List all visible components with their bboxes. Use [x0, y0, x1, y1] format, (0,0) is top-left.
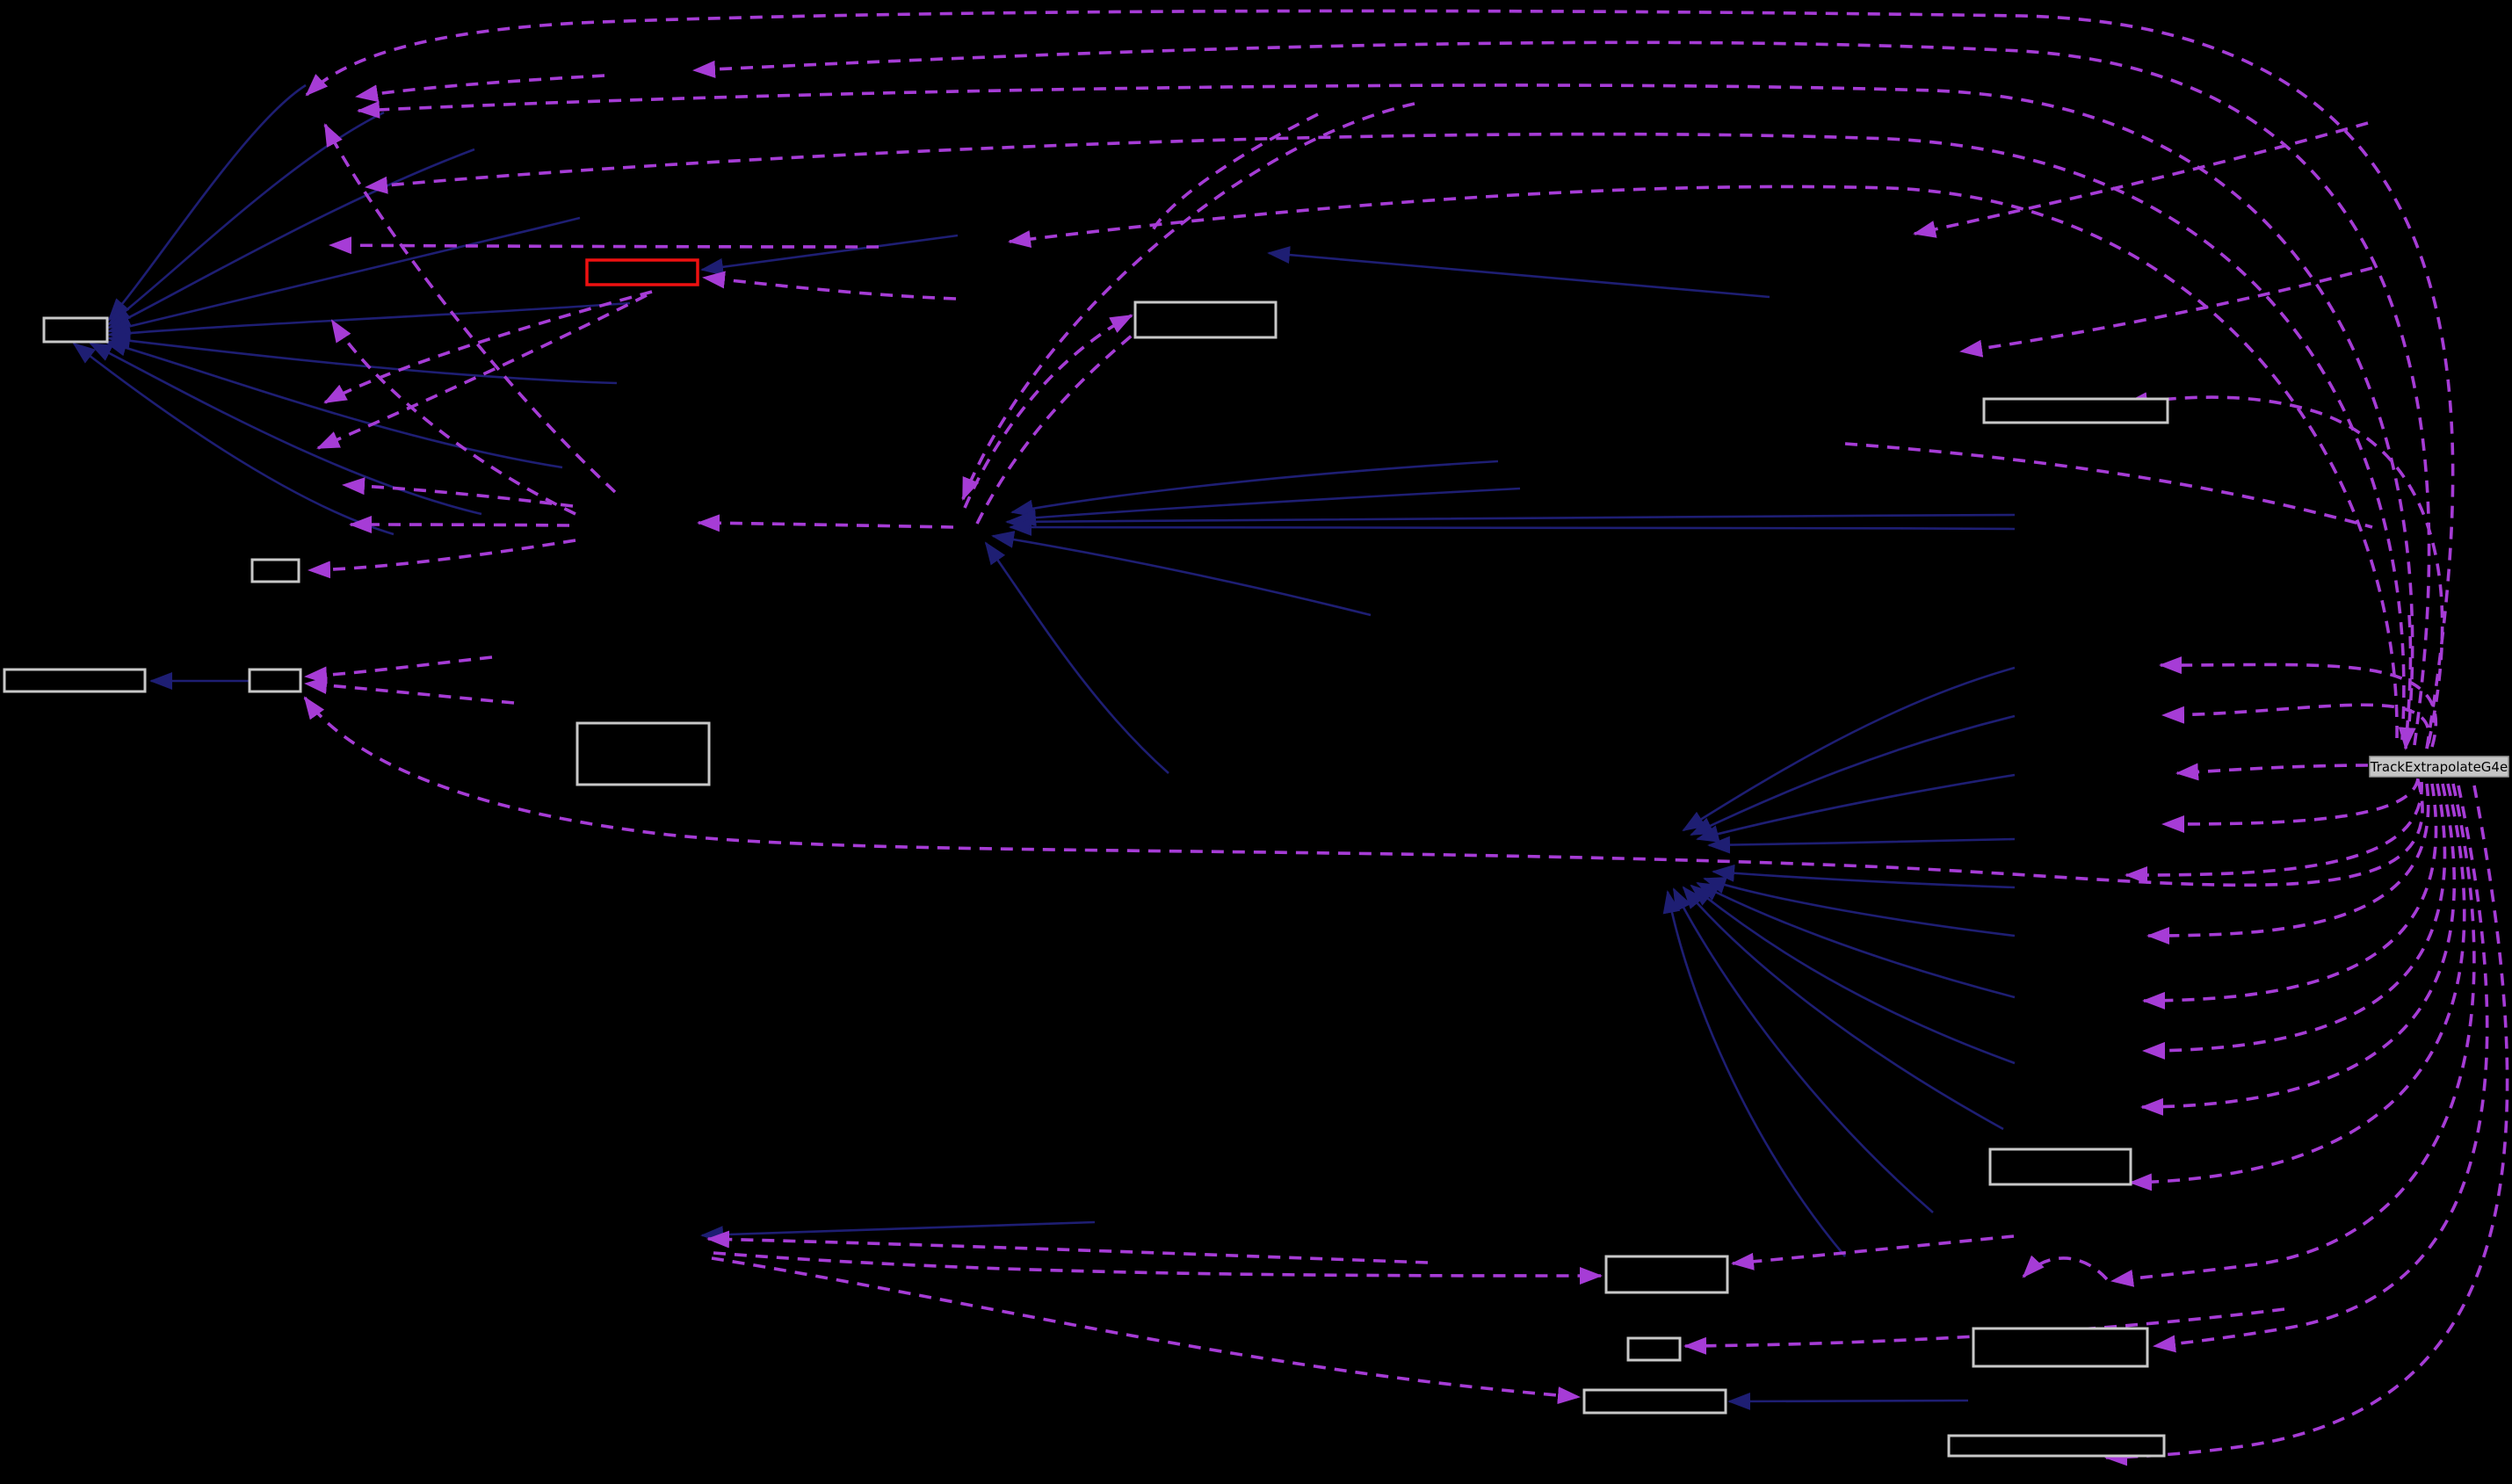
graph-edge-dashed: [963, 314, 1133, 509]
graph-edge-dashed: [2398, 614, 2416, 750]
graph-edge-dashed: [304, 677, 515, 705]
graph-edge-dashed: [711, 1256, 1581, 1405]
graph-node[interactable]: [42, 316, 109, 344]
graph-edge-dashed: [330, 319, 576, 516]
graph-edge-dashed: [2161, 703, 2430, 749]
graph-node[interactable]: [1133, 300, 1278, 339]
graph-node[interactable]: [1982, 397, 2169, 424]
graph-edge-dashed: [365, 132, 2406, 741]
graph-edge-solid: [1690, 714, 2016, 836]
graph-edge-dashed: [702, 271, 957, 300]
graph-edge-dashed: [342, 477, 574, 508]
graph-node[interactable]: [248, 668, 302, 693]
graph-edge-dashed: [305, 9, 2455, 749]
graph-edge-dashed: [2142, 783, 2447, 1060]
graph-node[interactable]: [250, 558, 300, 583]
graph-edge-solid: [107, 331, 618, 385]
focus-node-label: TrackExtrapolateG4e: [2370, 759, 2508, 775]
graph-node[interactable]: [1626, 1336, 1682, 1362]
graph-edge-solid: [1010, 460, 1499, 518]
graph-edge-dashed: [2142, 783, 2438, 1010]
graph-edge-solid: [700, 1220, 1096, 1244]
graph-edge-dashed: [1008, 185, 2399, 739]
graph-edge-dashed: [2022, 1255, 2109, 1281]
graph-edge-solid: [1707, 836, 2016, 854]
graph-edge-dashed: [357, 83, 2414, 743]
graph-edge-solid: [1690, 884, 2016, 1065]
graph-edge-solid: [700, 234, 959, 276]
graph-edge-solid: [1005, 512, 2016, 531]
graph-edge-solid: [89, 342, 482, 516]
graph-edge-solid: [1009, 518, 2016, 536]
graph-node[interactable]: [3, 668, 147, 693]
graph-edge-dashed: [316, 293, 648, 450]
graph-edge-solid: [1672, 887, 1934, 1213]
graph-edge-solid: [107, 111, 385, 326]
graph-edge-solid: [1013, 487, 1521, 527]
graph-edge-dashed: [2175, 763, 2369, 781]
graph-edge-solid: [1267, 246, 1770, 299]
graph-node[interactable]: [1582, 1388, 1727, 1415]
graph-edge-solid: [107, 216, 581, 335]
graph-edge-dashed: [692, 40, 2431, 746]
graph-edge-dashed: [2110, 783, 2476, 1287]
graph-edge-dashed: [1844, 442, 2373, 529]
graph-edge-solid: [1682, 666, 2016, 832]
graph-edge-dashed: [713, 1251, 1603, 1285]
graph-node[interactable]: [1947, 1434, 2166, 1458]
graph-edge-dashed: [1731, 1234, 2015, 1270]
graph-edge-solid: [107, 83, 307, 322]
graph-edge-dashed: [2153, 785, 2489, 1353]
graph-node[interactable]: [1972, 1327, 2149, 1368]
graph-node[interactable]: [1988, 1147, 2132, 1186]
graph-edge-dashed: [697, 514, 954, 532]
graph-edge-dashed: [2146, 783, 2430, 945]
graph-edge-dashed: [1959, 266, 2373, 358]
graph-edge-solid: [991, 531, 1372, 617]
graph-edge-solid: [1662, 890, 1846, 1257]
graph-node[interactable]: [576, 721, 711, 786]
graph-edge-dashed: [706, 1230, 1429, 1264]
graph-edge-dashed: [355, 74, 605, 103]
graph-edge-solid: [107, 148, 475, 329]
graph-edge-solid: [1682, 886, 2004, 1131]
focus-node[interactable]: [2369, 756, 2509, 778]
graph-edge-dashed: [2159, 656, 2438, 748]
graph-edge-dashed: [2140, 783, 2457, 1116]
graph-edge-solid: [984, 541, 1169, 774]
graph-edge-dashed: [2129, 783, 2466, 1191]
graph-edge-dashed: [303, 696, 2424, 887]
graph-edge-dashed: [2125, 781, 2423, 884]
graph-edge-dashed: [1683, 1307, 2285, 1355]
graph-edge-dashed: [975, 329, 1139, 525]
graph-node[interactable]: [1604, 1255, 1729, 1294]
graph-edge-dashed: [2104, 785, 2509, 1466]
graph-node-highlighted[interactable]: [585, 258, 699, 286]
graph-edge-solid: [1703, 877, 2016, 937]
graph-edge-dashed: [2161, 778, 2420, 833]
graph-edge-dashed: [323, 123, 617, 494]
graph-edge-solid: [1696, 773, 2016, 843]
graph-edge-dashed: [1151, 112, 1319, 231]
graph-edge-dashed: [1913, 121, 2369, 238]
graph-edge-dashed: [961, 102, 1415, 501]
graph-edge-solid: [72, 342, 395, 536]
graph-edge-solid: [107, 301, 631, 342]
graph-edge-dashed: [308, 539, 576, 579]
graph-edge-dashed: [329, 236, 880, 255]
graph-edge-solid: [1696, 881, 2016, 999]
graph-edge-dashed: [304, 655, 493, 684]
graph-edge-dashed: [323, 290, 653, 404]
graph-edge-dashed: [2125, 392, 2444, 744]
graph-edge-solid: [104, 338, 563, 469]
graph-edge-solid: [1712, 864, 2016, 889]
